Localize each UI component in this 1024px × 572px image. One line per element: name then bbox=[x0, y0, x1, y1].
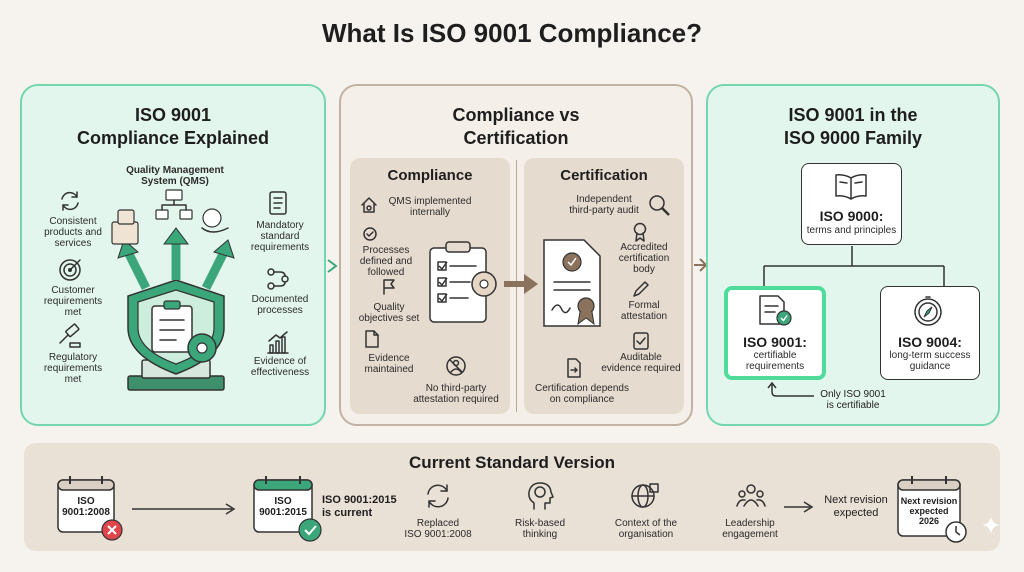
house-gear-icon bbox=[361, 197, 377, 213]
compliance-title: Compliance bbox=[387, 167, 473, 184]
globe-icon bbox=[631, 483, 659, 508]
process-flow-icon bbox=[267, 268, 289, 290]
check-circle-icon bbox=[363, 227, 377, 241]
pen-icon bbox=[633, 281, 649, 297]
iso9001-title: ISO 9001: bbox=[743, 334, 807, 350]
bar-chart-icon bbox=[267, 331, 289, 354]
current-standard-panel bbox=[24, 443, 1000, 551]
panel4-heading: Current Standard Version bbox=[409, 453, 615, 472]
gavel-icon bbox=[59, 323, 81, 348]
arrow-right-icon bbox=[504, 274, 538, 294]
timeline-arrow bbox=[132, 503, 236, 515]
calendar-current-icon bbox=[253, 476, 322, 542]
calendar-next-icon bbox=[897, 476, 967, 543]
certificate-check-icon bbox=[759, 295, 792, 326]
cycle-arrows-icon bbox=[61, 191, 79, 211]
document-list-icon bbox=[269, 191, 287, 215]
magnifier-icon bbox=[649, 195, 670, 216]
iso9000-desc: terms and principles bbox=[806, 225, 897, 236]
refresh-icon bbox=[427, 484, 449, 508]
document-arrow-icon bbox=[567, 358, 581, 378]
chevron-right-icon bbox=[327, 259, 338, 273]
book-icon bbox=[835, 174, 867, 200]
compass-icon bbox=[914, 296, 942, 326]
document-icon bbox=[365, 330, 379, 348]
certification-title: Certification bbox=[560, 167, 648, 184]
flag-icon bbox=[383, 279, 395, 295]
brain-head-icon bbox=[528, 482, 554, 510]
calendar-old-icon bbox=[57, 476, 123, 541]
iso9000-box bbox=[801, 163, 902, 245]
iso9000-title: ISO 9000: bbox=[819, 208, 884, 224]
iso9004-title: ISO 9004: bbox=[898, 334, 962, 350]
page-title: What Is ISO 9001 Compliance? bbox=[322, 18, 702, 48]
people-icon bbox=[736, 484, 766, 507]
family-tree-lines bbox=[763, 246, 945, 286]
badge-icon bbox=[633, 222, 647, 242]
arrow-right-small-icon bbox=[784, 501, 814, 513]
checklist-icon bbox=[633, 332, 649, 350]
sparkle-icon bbox=[982, 516, 1000, 534]
return-arrow-icon bbox=[767, 381, 814, 397]
iso9001-box bbox=[724, 286, 826, 380]
checklist-clipboard-icon bbox=[429, 241, 497, 323]
no-person-icon bbox=[446, 356, 466, 376]
certificate-icon bbox=[543, 239, 601, 327]
iso9004-box bbox=[880, 286, 980, 380]
target-icon bbox=[59, 259, 81, 281]
qms-shield-illustration bbox=[111, 189, 235, 391]
